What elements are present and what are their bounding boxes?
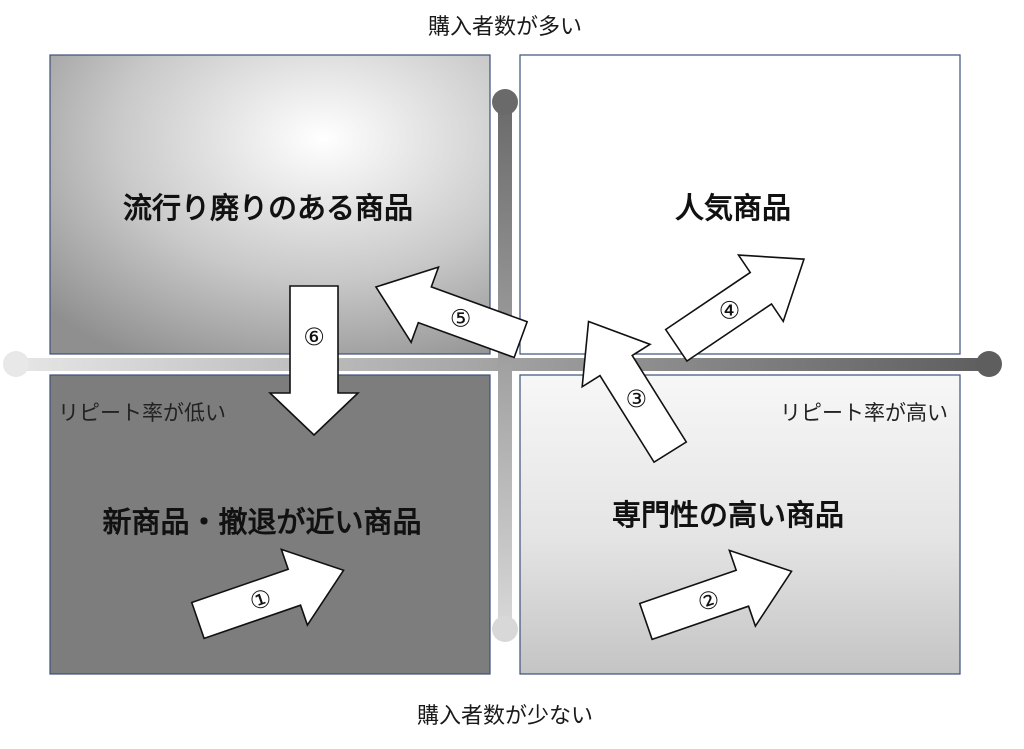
quadrant-title-top-left: 流行り廃りのある商品 (123, 191, 413, 225)
arrow-6-label: ⑥ (303, 323, 325, 351)
horizontal-axis-left-cap (3, 351, 29, 377)
axis-label-left: リピート率が低い (58, 401, 226, 425)
axis-label-top: 購入者数が多い (428, 15, 582, 40)
vertical-axis (498, 102, 512, 629)
arrow-3-label: ③ (625, 385, 647, 413)
quadrant-bottom-right (519, 374, 961, 675)
arrow-3: ③ (581, 320, 688, 464)
arrow-4: ④ (664, 254, 806, 363)
axis-label-right: リピート率が高い (780, 401, 948, 425)
axis-label-bottom: 購入者数が少ない (417, 704, 593, 729)
arrow-6: ⑥ (268, 285, 360, 437)
quadrant-title-bottom-left: 新商品・撤退が近い商品 (102, 505, 421, 539)
arrow-2: ② (638, 549, 793, 641)
quadrant-bottom-left (49, 374, 491, 675)
arrow-5: ⑤ (374, 265, 529, 359)
vertical-axis-bottom-cap (492, 616, 518, 642)
quadrant-title-bottom-right: 専門性の高い商品 (612, 498, 844, 532)
vertical-axis-top-cap (492, 89, 518, 115)
horizontal-axis-right-cap (976, 351, 1002, 377)
arrow-5-label: ⑤ (450, 305, 472, 333)
arrow-1: ① (190, 548, 345, 640)
arrow-4-label: ④ (719, 296, 741, 324)
quadrant-title-top-right: 人気商品 (675, 191, 791, 225)
